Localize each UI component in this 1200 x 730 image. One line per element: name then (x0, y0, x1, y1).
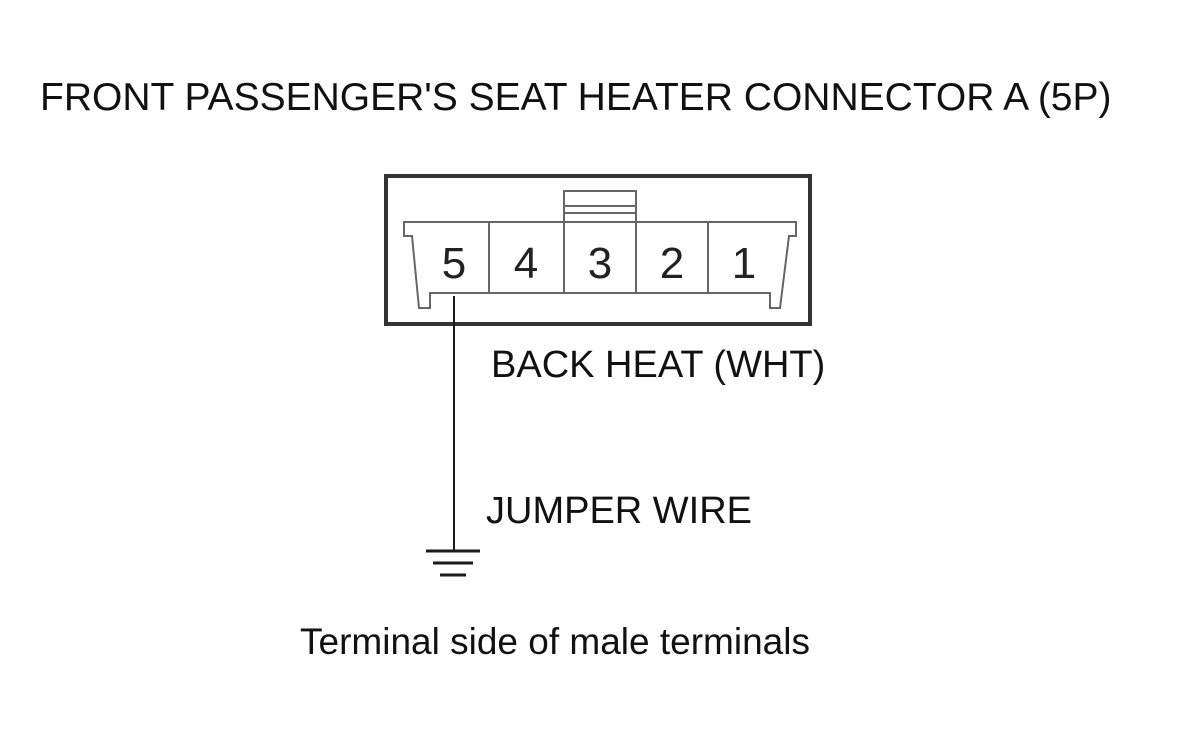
locking-tab (563, 190, 637, 214)
diagram-title: FRONT PASSENGER'S SEAT HEATER CONNECTOR … (40, 76, 1112, 119)
wire-label-back-heat: BACK HEAT (WHT) (491, 344, 825, 386)
pin-1-label: 1 (732, 239, 756, 288)
pin-dividers (488, 213, 709, 293)
jumper-wire-label: JUMPER WIRE (486, 490, 752, 532)
pin-4-label: 4 (514, 239, 538, 288)
pin-5-label: 5 (442, 239, 466, 288)
pin-2-label: 2 (660, 239, 684, 288)
connector-cavity-outline (403, 221, 797, 309)
connector-housing: 5 4 3 2 1 (384, 174, 812, 326)
ground-icon (426, 549, 480, 577)
view-note-label: Terminal side of male terminals (300, 621, 810, 662)
pin-3-label: 3 (588, 239, 612, 288)
